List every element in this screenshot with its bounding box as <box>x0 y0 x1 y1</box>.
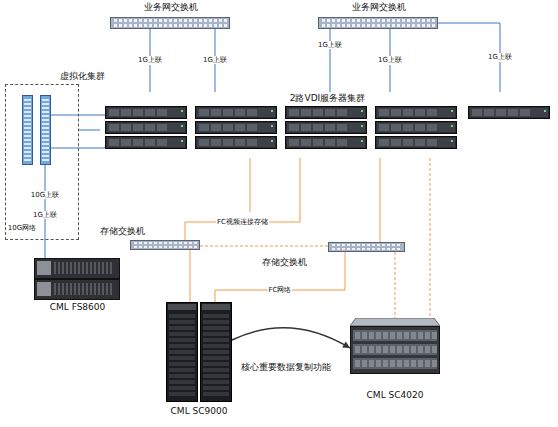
sc9-shape <box>166 302 232 402</box>
fc-wire <box>430 158 431 318</box>
node-label: 业务网交换机 <box>144 2 199 13</box>
storage-switch: 存储交换机 <box>260 240 408 272</box>
sw-shape <box>318 17 438 29</box>
connector <box>232 328 350 348</box>
uplink-wire <box>45 164 46 240</box>
nas-storage: CML FS8600 <box>30 258 125 316</box>
link-label: 1G上联 <box>202 56 228 64</box>
arrowhead <box>342 341 350 348</box>
sw-art <box>328 242 405 252</box>
connector <box>395 252 396 318</box>
sc4-art <box>350 318 440 374</box>
node-label: 存储交换机 <box>100 226 146 237</box>
node-label: 2路VDI服务器集群 <box>290 93 367 104</box>
link-label: 10G上联 <box>30 191 60 199</box>
fc-wire <box>200 246 328 247</box>
uplink-wire <box>51 115 105 116</box>
connector <box>185 158 300 240</box>
link-label: 1G上联 <box>317 41 343 49</box>
sw-shape <box>110 17 230 29</box>
storage-array: CML SC4020 <box>345 318 445 404</box>
sw-shape <box>130 240 200 250</box>
edge-label: FC视频连接存储 <box>216 218 269 227</box>
connector <box>215 252 345 302</box>
network-switch: 业务网交换机 <box>316 2 441 32</box>
fs-shape <box>34 258 120 300</box>
node-label: 存储交换机 <box>262 257 308 268</box>
node-label: 虚拟化集群 <box>60 71 106 82</box>
node-label: CML SC9000 <box>171 406 229 417</box>
sw-art <box>130 240 200 250</box>
storage-switch: 存储交换机 <box>100 226 202 252</box>
node-label: CML FS8600 <box>50 302 107 313</box>
uplink-wire <box>330 29 331 92</box>
server-cluster: 2路VDI服务器集群 <box>100 92 555 158</box>
edge-label: 1G上联 <box>487 53 513 62</box>
fc-wire <box>250 158 251 212</box>
sw-shape <box>328 242 405 252</box>
connector <box>190 250 191 302</box>
node-label: CML SC4020 <box>367 390 425 401</box>
edge-label: 核心重要数据复制功能 <box>240 362 332 373</box>
uplink-wire <box>51 148 105 149</box>
sc4-shape <box>350 318 440 374</box>
storage-array: CML SC9000 <box>163 302 235 420</box>
virtualization-cluster: 虚拟化集群 <box>4 70 116 242</box>
sc9-art <box>166 302 232 402</box>
sw-art <box>318 17 438 29</box>
link-label: 10G网络 <box>7 224 37 232</box>
node-label: 业务网交换机 <box>352 2 407 13</box>
connector <box>380 158 381 242</box>
connector <box>45 240 46 258</box>
edge-label: 1G上联 <box>377 56 403 65</box>
fs-art <box>34 258 120 300</box>
sw-art <box>110 17 230 29</box>
link-label: 1G上联 <box>32 211 58 219</box>
edge-label: 1G上联 <box>137 56 163 65</box>
connector <box>79 130 100 131</box>
edge-label: FC网络 <box>268 286 293 295</box>
network-switch: 业务网交换机 <box>108 2 233 32</box>
